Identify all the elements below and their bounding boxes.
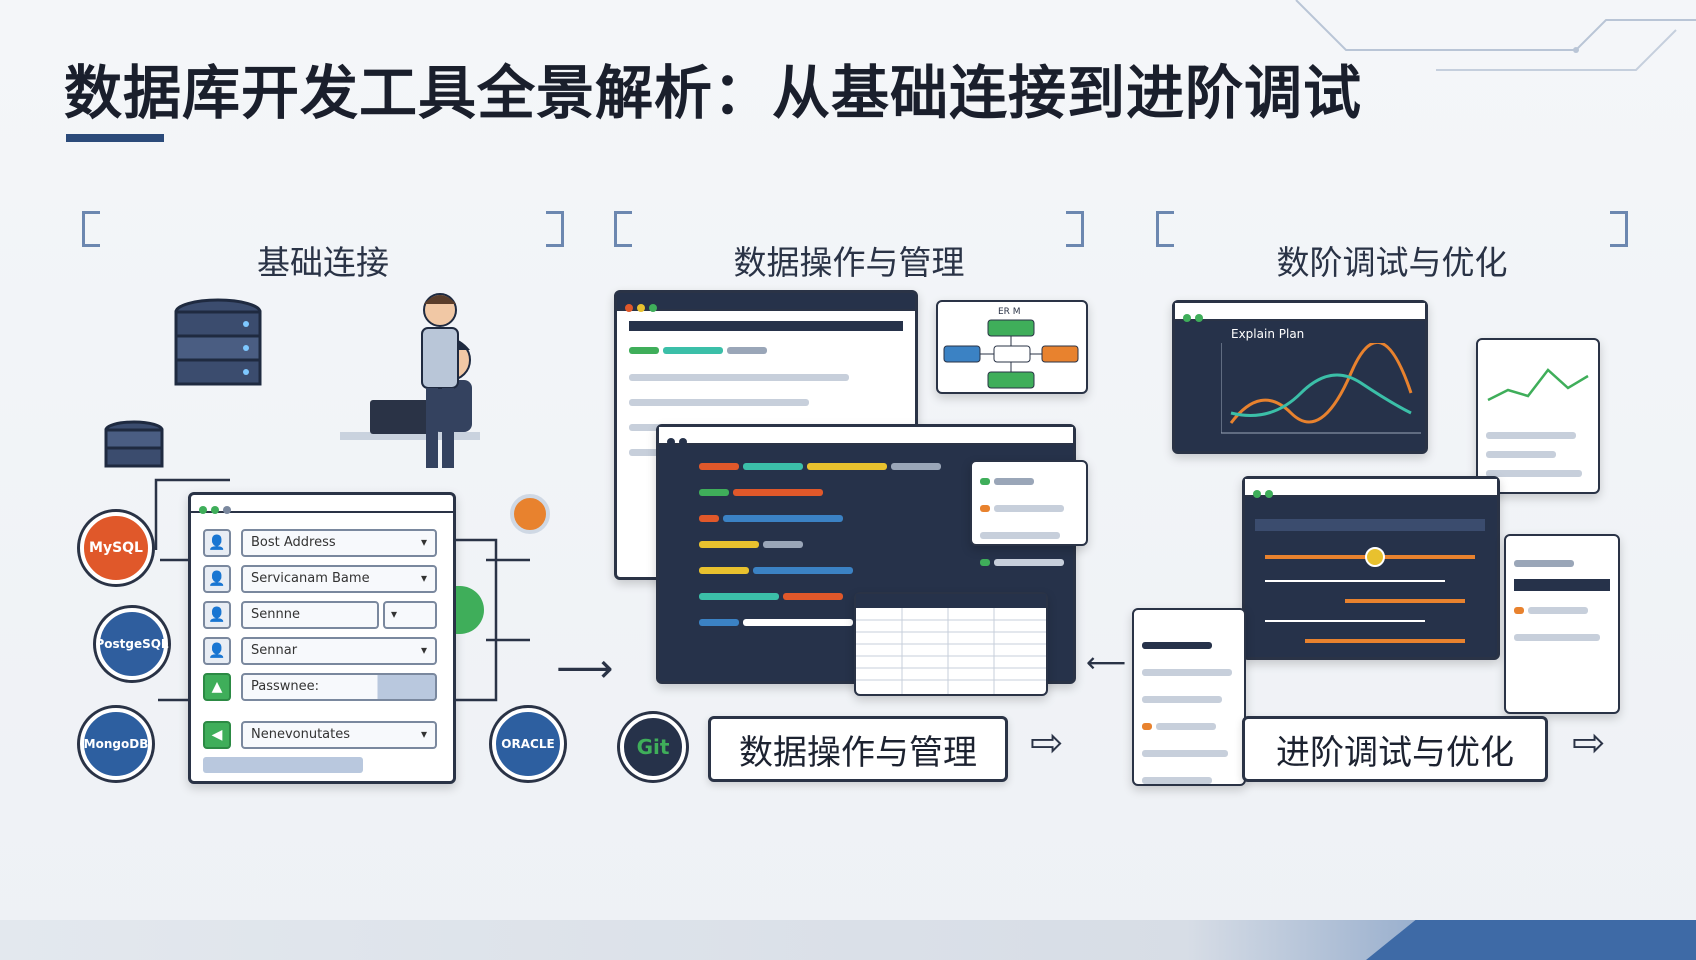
server-field[interactable]: Sennar▾ (241, 637, 437, 665)
form-row-scheme[interactable]: 👤 Sennne ▾ (203, 601, 437, 629)
window-titlebar (659, 427, 1073, 446)
connection-form-card: 👤 Bost Address▾ 👤 Servicanam Bame▾ 👤 Sen… (188, 492, 456, 784)
host-address-field[interactable]: Bost Address▾ (241, 529, 437, 557)
query-history-panel (1132, 608, 1246, 786)
postgresql-logo: PostgeSQL (95, 608, 169, 680)
flow-arrow-icon: ⇨ (1030, 720, 1064, 766)
key-icon (510, 494, 550, 534)
connector-lines (154, 478, 530, 702)
column-heading-basic: 基础连接 (257, 243, 389, 282)
form-row-password[interactable]: ▲ Passwnee: (203, 673, 437, 701)
er-diagram-card: ER M (936, 300, 1088, 394)
column-frame-2 (614, 205, 1084, 261)
column-frame-3 (1156, 205, 1628, 261)
explain-plan-title: Explain Plan (1231, 327, 1305, 341)
session-panel (1504, 534, 1620, 714)
form-row-service[interactable]: 👤 Servicanam Bame▾ (203, 565, 437, 593)
metrics-line-chart (1487, 368, 1589, 402)
mongodb-logo: MongoDB (80, 708, 152, 780)
chevron-down-icon: ▾ (420, 727, 427, 741)
data-ops-button[interactable]: 数据操作与管理 (708, 716, 1008, 782)
git-logo: Git (620, 714, 686, 780)
column-frame-1 (82, 205, 564, 261)
window-titlebar (1245, 479, 1497, 498)
arrow-icon: ◀ (203, 721, 231, 749)
window-titlebar (617, 293, 915, 312)
autocomplete-popup[interactable] (970, 460, 1088, 566)
results-grid (854, 592, 1048, 696)
flow-arrow-icon: ⇨ (1572, 720, 1606, 766)
network-field[interactable]: Nenevonutates▾ (241, 721, 437, 749)
form-row-server[interactable]: 👤 Sennar▾ (203, 637, 437, 665)
debugger-window (1242, 476, 1500, 660)
advanced-debug-button[interactable]: 进阶调试与优化 (1242, 716, 1548, 782)
flow-arrow-icon: ⟶ (556, 646, 614, 692)
scheme-dropdown[interactable]: ▾ (383, 601, 437, 629)
column-heading-advanced: 数阶调试与优化 (1276, 243, 1508, 282)
password-field[interactable]: Passwnee: (241, 673, 437, 701)
chevron-down-icon: ▾ (420, 571, 427, 585)
user-icon: 👤 (203, 529, 231, 557)
chevron-down-icon: ▾ (420, 535, 427, 549)
user-icon: 👤 (203, 637, 231, 665)
explain-plan-chart (1221, 343, 1421, 434)
title-underline (66, 134, 164, 142)
user-icon: 👤 (203, 601, 231, 629)
mysql-logo: MySQL (80, 512, 152, 584)
scheme-field[interactable]: Sennne (241, 601, 379, 629)
explain-plan-window: Explain Plan (1172, 300, 1428, 454)
metrics-panel (1476, 338, 1600, 494)
page-title: 数据库开发工具全景解析：从基础连接到进阶调试 (64, 59, 1363, 127)
circuit-decoration (1295, 0, 1696, 71)
small-server-icon (104, 420, 164, 468)
server-stack-icon (174, 298, 262, 386)
shield-icon: ▲ (203, 673, 231, 701)
presenter-illustration (421, 293, 459, 468)
server-illustration (104, 293, 480, 468)
form-row-network[interactable]: ◀ Nenevonutates▾ (203, 721, 437, 749)
window-titlebar (1175, 303, 1425, 322)
user-icon: 👤 (203, 565, 231, 593)
connect-progress-bar (203, 757, 363, 773)
column-heading-data: 数据操作与管理 (733, 243, 965, 282)
oracle-logo: ORACLE (492, 708, 564, 780)
form-row-host[interactable]: 👤 Bost Address▾ (203, 529, 437, 557)
footer-accent (1366, 920, 1696, 960)
chevron-down-icon: ▾ (420, 643, 427, 657)
chevron-down-icon: ▾ (391, 607, 398, 621)
debugger-timeline (1255, 519, 1485, 643)
back-arrow-icon: ⟵ (1086, 646, 1127, 679)
window-titlebar (191, 495, 453, 514)
er-diagram-title: ER M (998, 307, 1021, 317)
service-name-field[interactable]: Servicanam Bame▾ (241, 565, 437, 593)
